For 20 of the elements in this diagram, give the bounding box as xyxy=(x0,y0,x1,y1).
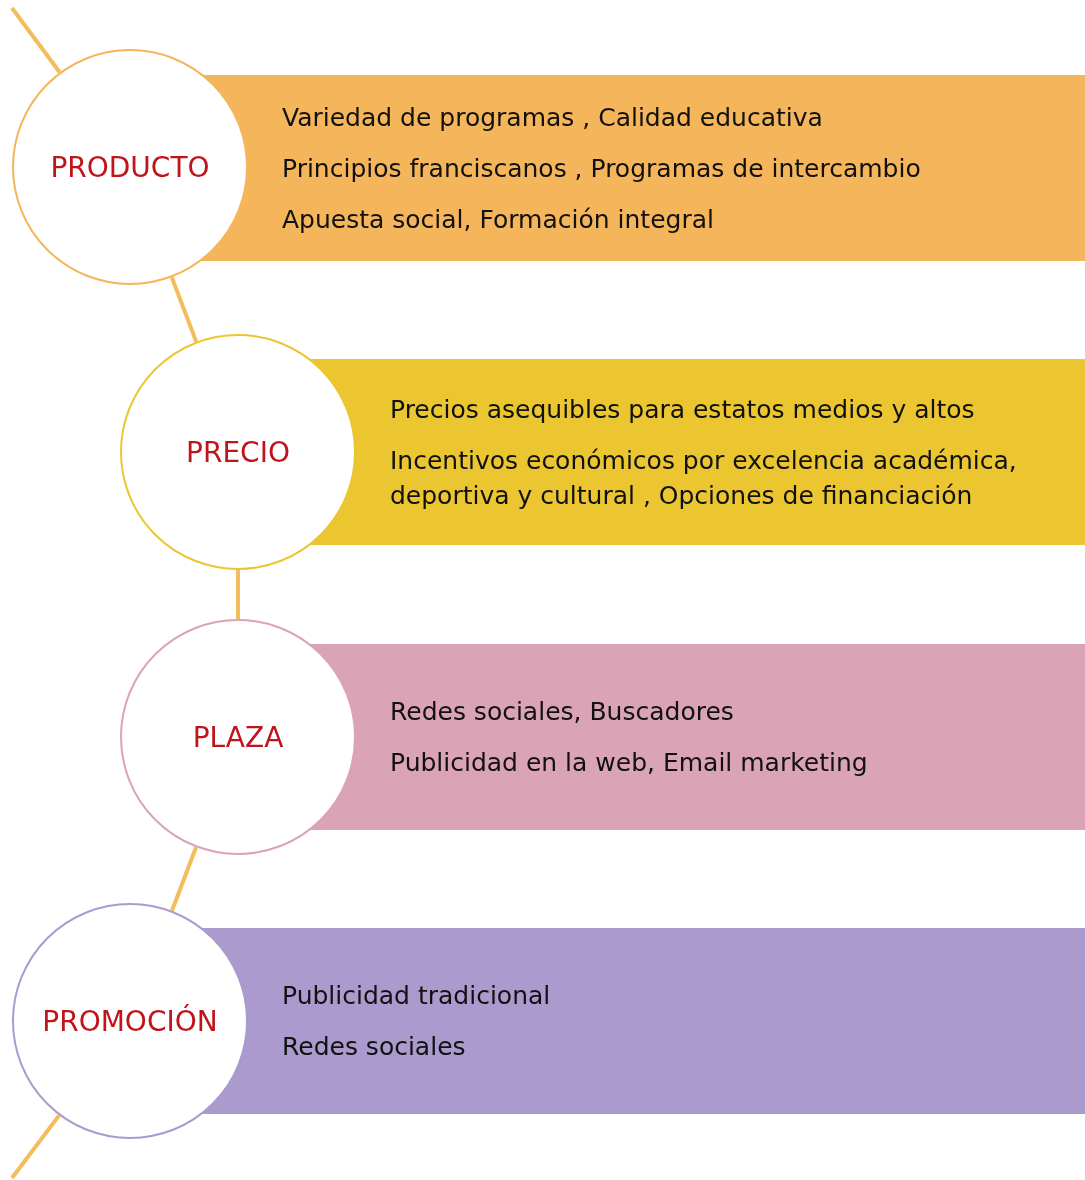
band-text: Incentivos económicos por excelencia académica, deportiva y cultural , Opciones de financiación xyxy=(390,444,1018,512)
band-text: Variedad de programas , Calidad educativa xyxy=(282,101,824,134)
band-text: Publicidad en la web, Email marketing xyxy=(390,747,869,779)
band-text: Publicidad tradicional xyxy=(282,980,552,1012)
band-text: Principios franciscanos , Programas de intercambio xyxy=(282,152,922,185)
circle-label: PRODUCTO xyxy=(50,150,210,184)
connector-line xyxy=(236,570,240,619)
band-text: Apuesta social, Formación integral xyxy=(282,203,715,236)
connector-line xyxy=(170,846,198,912)
circle-label: PLAZA xyxy=(192,720,284,754)
content-band xyxy=(310,359,1085,545)
content-band xyxy=(310,644,1085,830)
circle-label: PROMOCIÓN xyxy=(42,1004,218,1038)
connector-line xyxy=(169,276,199,343)
connector-line xyxy=(10,1114,61,1180)
circle-label: PRECIO xyxy=(186,435,290,469)
band-text: Redes sociales, Buscadores xyxy=(390,696,735,728)
band-text: Redes sociales xyxy=(282,1031,467,1063)
band-text: Precios asequibles para estatos medios y altos xyxy=(390,393,976,426)
connector-line xyxy=(10,6,62,74)
